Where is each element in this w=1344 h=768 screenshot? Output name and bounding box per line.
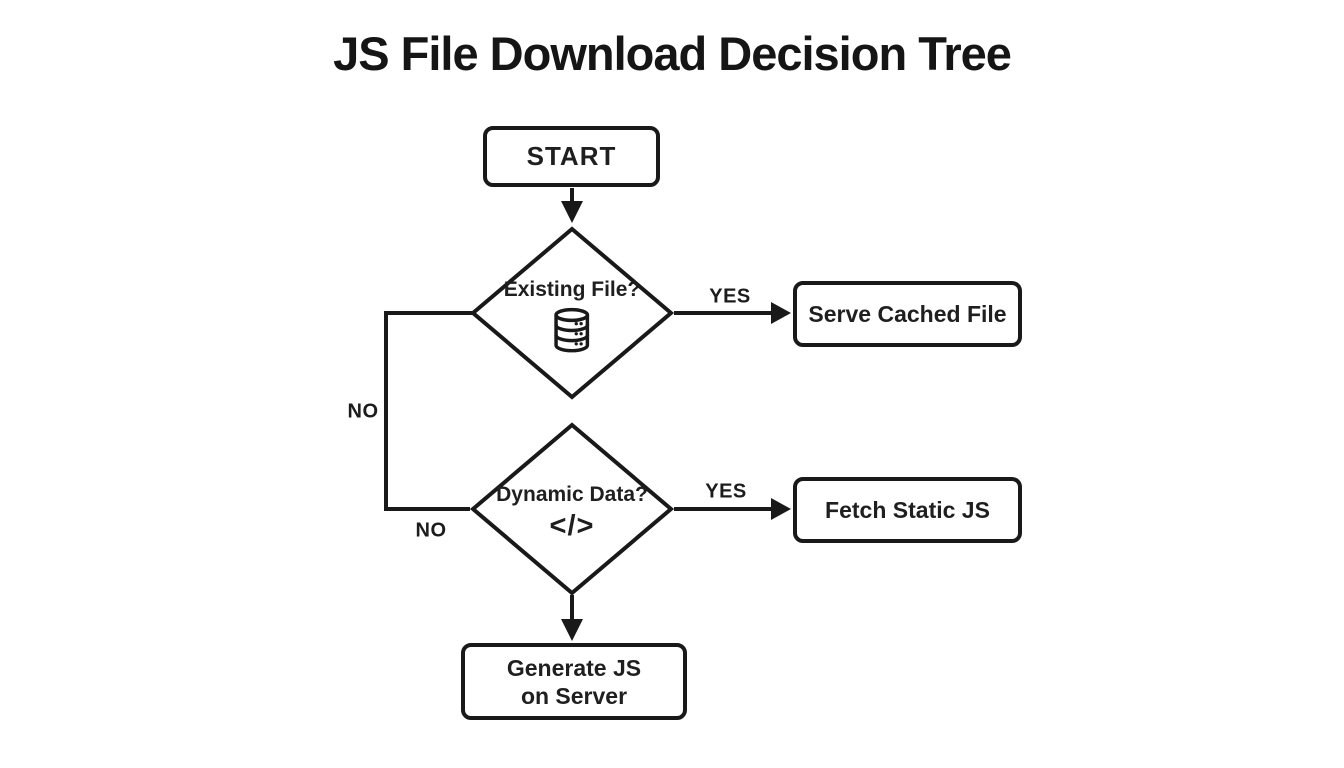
node-generate-js-label-line2: on Server <box>520 682 628 709</box>
node-serve-cached-file-label: Serve Cached File <box>808 300 1007 327</box>
arrowhead-yes-bottom <box>771 498 791 520</box>
decision-dynamic-data-shape <box>469 422 675 596</box>
edge-label-existing-file-yes: YES <box>709 285 751 308</box>
edge-label-dynamic-data-no: NO <box>415 519 447 542</box>
arrowhead-yes-top <box>771 302 791 324</box>
arrowhead-down-generate <box>561 619 583 641</box>
node-existing-file: Existing File? <box>503 278 641 354</box>
node-serve-cached-file: Serve Cached File <box>793 281 1022 347</box>
decision-existing-file-shape <box>469 226 675 400</box>
code-icon: </> <box>549 510 595 542</box>
node-fetch-static-js-label: Fetch Static JS <box>825 496 990 523</box>
node-dynamic-data: Dynamic Data? </> <box>496 483 648 543</box>
node-existing-file-label: Existing File? <box>503 278 641 301</box>
diagram-title: JS File Download Decision Tree <box>333 27 1012 80</box>
node-fetch-static-js: Fetch Static JS <box>793 477 1022 543</box>
edge-label-existing-file-no: NO <box>347 400 379 423</box>
node-start: START <box>483 126 660 187</box>
edge-existing-file-no <box>384 311 472 511</box>
edge-label-dynamic-data-yes: YES <box>705 480 747 503</box>
node-dynamic-data-label: Dynamic Data? <box>496 483 648 506</box>
node-generate-js-on-server: Generate JS on Server <box>461 643 687 720</box>
arrowhead-start-down <box>561 201 583 223</box>
database-icon <box>551 307 593 354</box>
node-start-label: START <box>526 141 617 171</box>
node-generate-js-label-line1: Generate JS <box>506 654 642 681</box>
